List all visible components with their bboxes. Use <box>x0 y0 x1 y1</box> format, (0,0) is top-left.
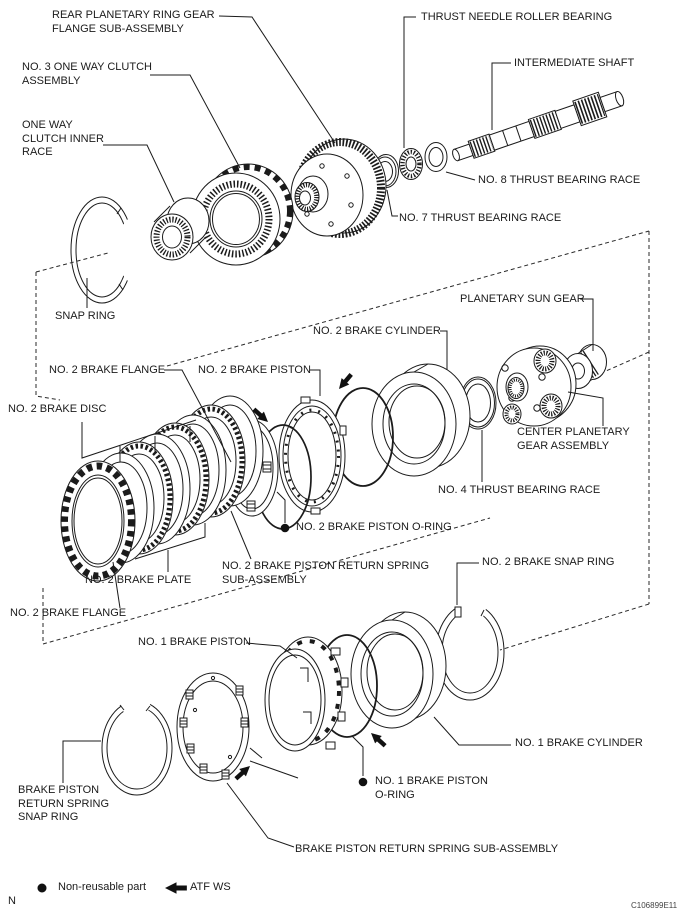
no1-brake-piston-part <box>264 636 349 752</box>
label-thrust-needle-roller-bearing: THRUST NEEDLE ROLLER BEARING <box>421 11 613 23</box>
label-no2-brake-snap-ring: NO. 2 BRAKE SNAP RING <box>482 556 615 568</box>
one-way-clutch-inner-race-part <box>150 197 210 261</box>
label-no2-brake-piston-oring: NO. 2 BRAKE PISTON O-RING <box>296 521 452 533</box>
label-no7-thrust-bearing-race: NO. 7 THRUST BEARING RACE <box>399 212 562 224</box>
pinion-gear <box>539 393 563 419</box>
legend-non-reusable-bullet-icon <box>37 883 47 893</box>
no2-brake-disc-stack <box>60 395 264 582</box>
label-no2-brake-piston-return-spring: NO. 2 BRAKE PISTON RETURN SPRING SUB-ASS… <box>222 560 430 586</box>
no1-brake-cylinder-part <box>350 611 447 729</box>
label-brake-piston-return-spring-sub: BRAKE PISTON RETURN SPRING SUB-ASSEMBLY <box>295 843 559 855</box>
non-reusable-bullets <box>280 523 368 787</box>
label-brake-piston-return-spring-snap-ring: BRAKE PISTON RETURN SPRING SNAP RING <box>18 784 110 823</box>
brake-piston-return-spring-snap-ring-part <box>101 697 173 796</box>
legend-icons <box>37 882 187 894</box>
non-reusable-bullet-icon <box>358 777 368 787</box>
label-no4-thrust-bearing-race: NO. 4 THRUST BEARING RACE <box>438 484 601 496</box>
label-no2-brake-flange-upper: NO. 2 BRAKE FLANGE <box>49 364 166 376</box>
label-center-planetary-gear: CENTER PLANETARY GEAR ASSEMBLY <box>517 426 630 452</box>
legend-non-reusable-label: Non-reusable part <box>58 881 147 893</box>
leader-lines <box>62 15 604 848</box>
label-one-way-clutch-inner-race: ONE WAY CLUTCH INNER RACE <box>22 119 104 158</box>
atf-arrow-icon <box>234 766 250 781</box>
label-planetary-sun-gear: PLANETARY SUN GEAR <box>460 293 585 305</box>
legend-atf-label: ATF WS <box>190 881 231 893</box>
atf-arrow-icon <box>371 733 387 748</box>
label-no2-brake-flange-lower: NO. 2 BRAKE FLANGE <box>10 607 127 619</box>
atf-arrow-icon <box>339 373 353 389</box>
atf-arrow-icon <box>252 407 268 422</box>
label-intermediate-shaft: INTERMEDIATE SHAFT <box>514 57 635 69</box>
thrust-needle-roller-bearing-part <box>399 148 423 180</box>
no2-brake-snap-ring-part <box>435 598 505 701</box>
label-no1-brake-cylinder: NO. 1 BRAKE CYLINDER <box>515 737 643 749</box>
label-no2-brake-piston: NO. 2 BRAKE PISTON <box>198 364 311 376</box>
brake-flange-front-ring <box>60 460 136 582</box>
label-rear-planetary-ring-gear: REAR PLANETARY RING GEAR FLANGE SUB-ASSE… <box>52 9 215 35</box>
atf-arrows <box>234 373 387 781</box>
pinion-gear <box>533 348 557 374</box>
no2-brake-cylinder-part <box>371 363 471 477</box>
label-snap-ring: SNAP RING <box>55 310 116 322</box>
non-reusable-bullet-icon <box>280 523 290 533</box>
brake-piston-return-spring-sub-assembly-part <box>176 672 250 782</box>
label-no8-thrust-bearing-race: NO. 8 THRUST BEARING RACE <box>478 174 641 186</box>
no4-thrust-bearing-race-part <box>459 376 497 430</box>
planetary-sun-gear-part <box>563 344 607 389</box>
return-spring <box>179 685 249 780</box>
label-no2-brake-plate: NO. 2 BRAKE PLATE <box>85 574 192 586</box>
footnote-n: N <box>8 895 16 907</box>
center-planetary-gear-assembly-part <box>496 345 577 427</box>
no3-one-way-clutch-part <box>191 163 294 266</box>
snap-ring-part <box>70 195 148 305</box>
label-no1-brake-piston-oring: NO. 1 BRAKE PISTON O-RING <box>375 775 488 801</box>
label-no3-one-way-clutch: NO. 3 ONE WAY CLUTCH ASSEMBLY <box>22 61 152 87</box>
rear-planetary-ring-gear-flange-part <box>290 138 387 238</box>
intermediate-shaft-part <box>452 90 625 162</box>
no8-thrust-bearing-race-part <box>424 142 448 172</box>
label-no2-brake-disc: NO. 2 BRAKE DISC <box>8 403 107 415</box>
legend-atf-arrow-icon <box>165 882 187 894</box>
figure-code: C106899E11 <box>631 901 678 910</box>
label-no1-brake-piston: NO. 1 BRAKE PISTON <box>138 636 251 648</box>
label-no2-brake-cylinder: NO. 2 BRAKE CYLINDER <box>313 325 441 337</box>
no2-brake-piston-part <box>278 396 347 515</box>
pinion-gear <box>502 403 522 425</box>
dashed-assembly-lines <box>35 230 650 651</box>
